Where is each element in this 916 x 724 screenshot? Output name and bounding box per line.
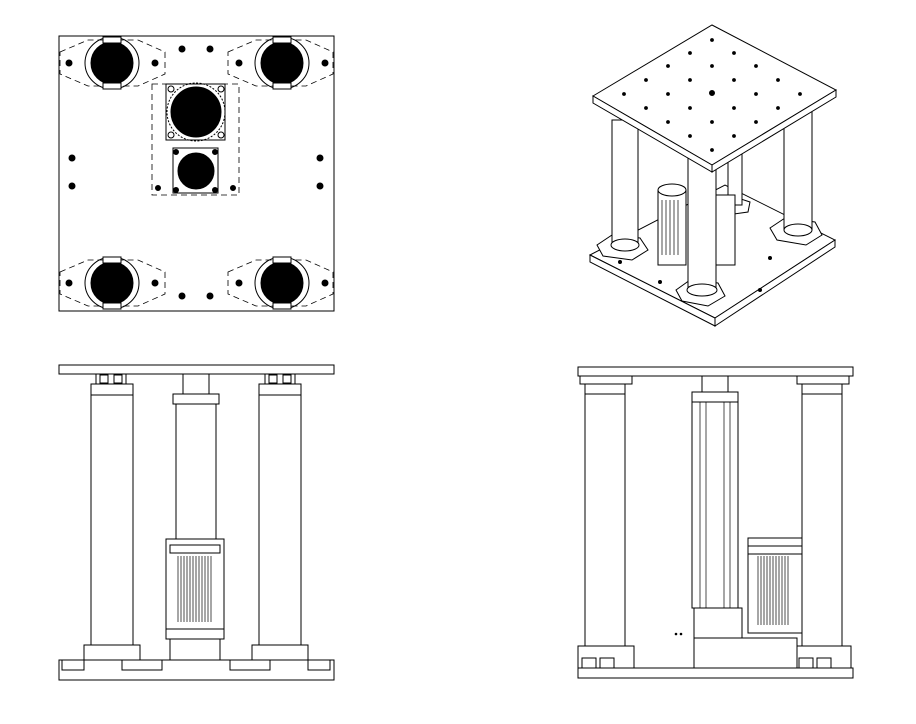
front-center-actuator [165,373,225,661]
front-base-blocks [61,659,331,671]
front-left-column [83,373,141,661]
side-base-plate [577,667,854,679]
front-elevation [58,364,335,681]
iso-top-plate [592,24,838,173]
side-right-column [794,375,852,669]
column-mount-bottom-left [59,256,166,310]
iso-top-plate-holes [622,38,802,152]
column-mount-top-right [227,36,334,90]
top-view-bolt-holes [68,45,324,300]
side-top-plate [577,366,854,377]
top-view [58,35,335,312]
side-center-actuator [691,375,798,669]
top-view-center-actuator [151,82,240,196]
isometric-view [588,24,838,327]
front-top-plate [58,364,335,375]
column-mount-top-left [59,36,166,90]
side-elevation [577,366,854,679]
front-right-column [251,373,309,661]
top-view-base-plate [58,35,335,312]
front-base-plate [58,659,335,681]
side-left-column [577,375,635,669]
column-mount-bottom-right [227,256,334,310]
iso-front-column [686,157,718,297]
side-motor [747,537,803,634]
